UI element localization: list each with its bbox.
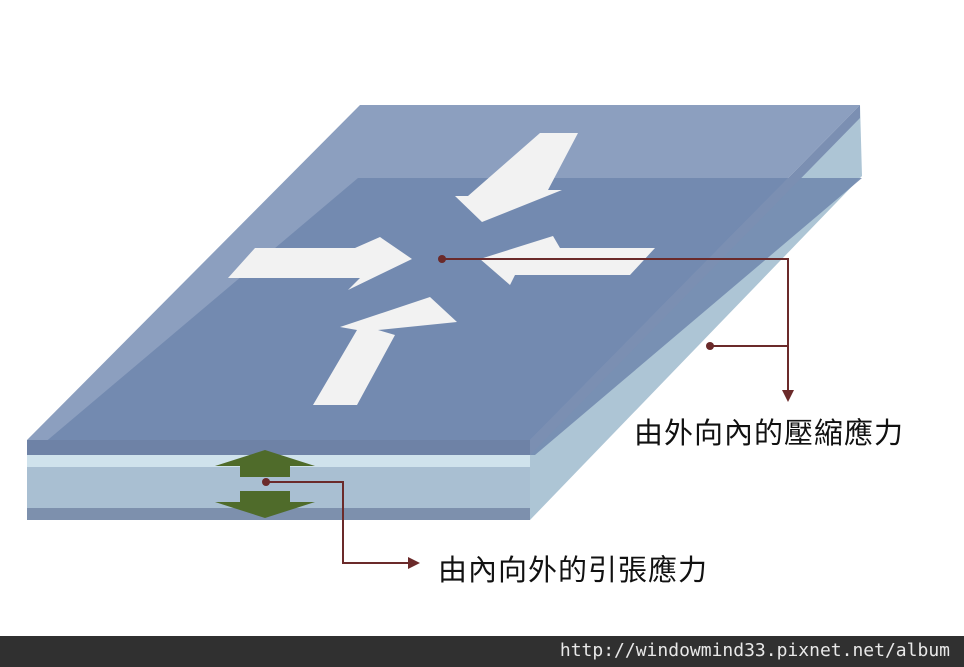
tension-arrow-up xyxy=(215,450,315,477)
compression-leader-dot-edge xyxy=(706,342,714,350)
tension-stress-label: 由內向外的引張應力 xyxy=(438,553,709,587)
compression-arrow-top xyxy=(455,133,578,222)
watermark-url: http://windowmind33.pixnet.net/album xyxy=(559,640,950,661)
glass-top-edge xyxy=(27,440,530,455)
glass-front-core xyxy=(27,467,530,508)
footer-bar: http://windowmind33.pixnet.net/album xyxy=(0,636,964,667)
tension-arrow-down xyxy=(215,491,315,518)
glass-right-edge xyxy=(530,105,860,455)
tension-leader-arrowhead xyxy=(408,557,420,569)
compression-arrow-left xyxy=(228,237,412,290)
compression-arrow-right xyxy=(480,236,655,285)
compression-leader xyxy=(442,258,789,392)
compression-stress-label: 由外向內的壓縮應力 xyxy=(634,416,905,450)
compression-leader-arrowhead xyxy=(782,390,794,402)
tension-leader-dot xyxy=(262,478,270,486)
compression-arrow-bottom xyxy=(313,297,457,405)
glass-bottom-edge xyxy=(27,508,530,520)
tension-leader xyxy=(266,481,410,564)
compression-leader-dot-center xyxy=(438,255,446,263)
